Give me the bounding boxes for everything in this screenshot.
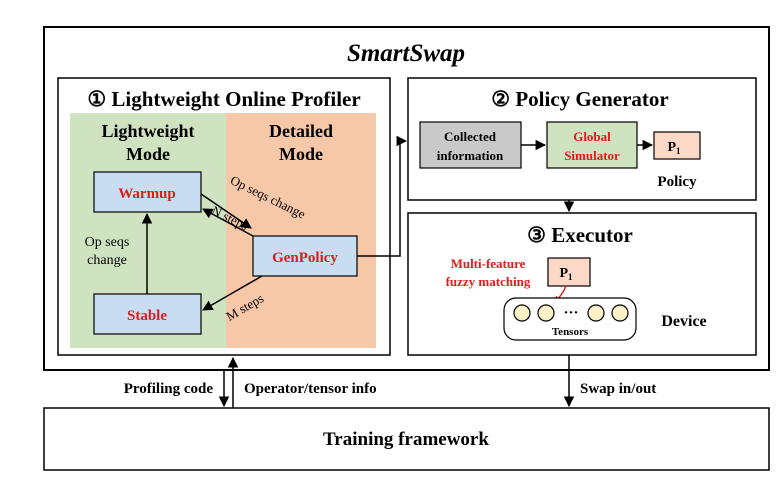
- executor-title: ③ Executor: [527, 223, 633, 247]
- tensor-1: [513, 304, 531, 322]
- policy-p1-label: P1: [667, 140, 681, 156]
- detailed-mode-label-2: Mode: [279, 144, 323, 164]
- stable-label: Stable: [127, 308, 167, 324]
- op-seqs-left-label-2: change: [87, 253, 127, 268]
- global-simulator-box: [546, 121, 638, 169]
- lightweight-mode-label-2: Mode: [126, 144, 170, 164]
- simulator-label: Global: [573, 129, 611, 144]
- arrow-warmup-to-genpolicy: [200, 193, 252, 229]
- lightweight-mode-label: Lightweight: [101, 121, 194, 141]
- tensor-2: [537, 304, 555, 322]
- warmup-label: Warmup: [118, 186, 176, 202]
- tensor-ellipsis: ···: [563, 305, 578, 321]
- simulator-label-2: Simulator: [564, 148, 620, 163]
- policy-p1-box: [653, 131, 701, 160]
- fuzzy-matching-label: Multi-feature: [451, 256, 526, 271]
- profiler-title: ① Lightweight Online Profiler: [87, 87, 360, 111]
- fuzzy-matching-label-2: fuzzy matching: [446, 274, 531, 289]
- swap-label: Swap in/out: [580, 381, 656, 397]
- device-label: Device: [661, 313, 706, 330]
- genpolicy-label: GenPolicy: [272, 250, 338, 266]
- training-framework-box: [43, 407, 770, 471]
- genpolicy-state: [252, 235, 358, 277]
- operator-info-label: Operator/tensor info: [244, 381, 377, 397]
- tensor-3: [587, 304, 605, 322]
- arrow-genpolicy-to-warmup: [202, 208, 254, 237]
- tensors-label: Tensors: [552, 326, 589, 338]
- op-seqs-left-label: Op seqs: [85, 235, 130, 250]
- tensor-4: [611, 304, 629, 322]
- detailed-mode-region: [226, 113, 376, 348]
- executor-p1-label: P1: [559, 266, 573, 282]
- profiling-code-label: Profiling code: [124, 381, 214, 397]
- executor-p1-box: [547, 257, 591, 287]
- training-framework-label: Training framework: [323, 429, 489, 450]
- stable-state: [93, 293, 202, 335]
- collected-label: Collected: [444, 129, 497, 144]
- collected-information-box: [419, 121, 522, 169]
- smartswap-title: SmartSwap: [347, 40, 465, 67]
- collected-label-2: information: [437, 148, 504, 163]
- detailed-mode-label: Detailed: [269, 121, 333, 141]
- policy-generator-title: ② Policy Generator: [491, 87, 668, 111]
- policy-label: Policy: [657, 174, 697, 190]
- warmup-state: [93, 171, 202, 213]
- arrow-genpolicy-to-stable: [202, 275, 263, 311]
- arrow-genpolicy-to-generator: [357, 135, 408, 257]
